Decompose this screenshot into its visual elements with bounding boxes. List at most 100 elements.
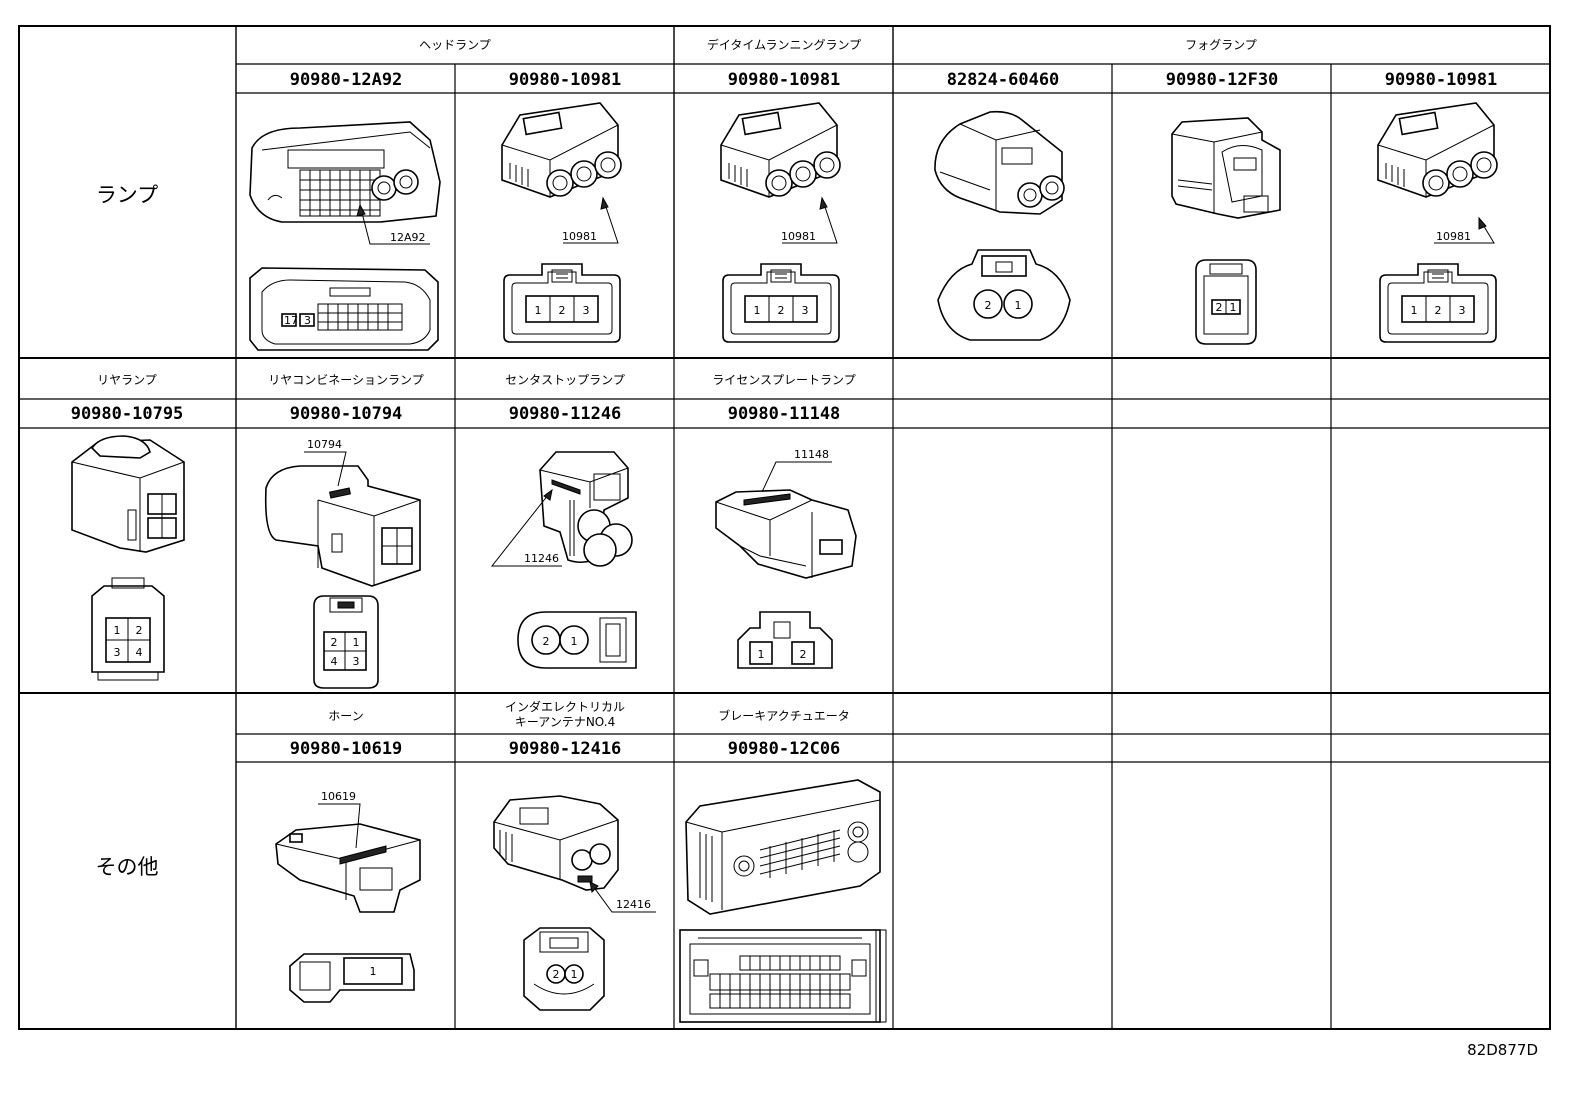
group-antenna-line2: キーアンテナNO.4 — [515, 715, 615, 729]
callout-label: 10619 — [321, 790, 356, 803]
connector-11148-iso — [715, 489, 857, 579]
callout-label: 11246 — [524, 552, 559, 565]
connector-12A92-iso — [249, 121, 441, 223]
pin-label: 2 — [800, 648, 807, 661]
pin-label: 2 — [553, 968, 560, 981]
callout-arrow — [1478, 216, 1487, 230]
connector-10795-face: 1 2 3 4 — [91, 577, 165, 681]
pin-label: 2 — [543, 635, 550, 648]
callout-arrow — [356, 203, 366, 217]
group-headlamp: ヘッドランプ — [419, 38, 491, 52]
part-number: 90980-12F30 — [1166, 70, 1279, 90]
pin-label: 2 — [778, 304, 785, 317]
connector-10981-face: 1 2 3 — [1379, 263, 1497, 343]
pin-label: 1 — [114, 624, 121, 637]
callout-leader — [761, 461, 832, 493]
connector-10981-face: 1 2 3 — [722, 263, 840, 343]
connector-12F30-iso — [1171, 117, 1281, 219]
part-number: 90980-12A92 — [290, 70, 403, 90]
callout-label: 10981 — [781, 230, 816, 243]
pin-label: 2 — [1216, 301, 1223, 314]
callout-leader — [318, 803, 361, 849]
part-number: 82824-60460 — [947, 70, 1060, 90]
pin-label: 2 — [136, 624, 143, 637]
callout-arrow — [589, 881, 599, 894]
part-number: 90980-11148 — [728, 404, 841, 424]
pin-label: 2 — [1435, 304, 1442, 317]
pin-label: 2 — [559, 304, 566, 317]
group-fog: フォグランプ — [1185, 38, 1257, 52]
part-number: 90980-10794 — [290, 404, 403, 424]
group-center-stop-lamp: センタストップランプ — [505, 373, 625, 387]
pin-label: 3 — [1459, 304, 1466, 317]
callout-label: 12416 — [616, 898, 651, 911]
callout-label: 10794 — [307, 438, 342, 451]
connector-10981-face: 1 2 3 — [503, 263, 621, 343]
group-antenna-line1: インダエレクトリカル — [505, 699, 625, 714]
pin-label: 1 — [1411, 304, 1418, 317]
group-horn: ホーン — [328, 709, 363, 723]
callout-label: 12A92 — [390, 231, 426, 244]
pin-label: 3 — [304, 314, 311, 327]
pin-label: 4 — [136, 646, 143, 659]
group-license-plate-lamp: ライセンスプレートランプ — [712, 373, 855, 387]
pin-label: 1 — [1230, 301, 1237, 314]
connector-12C06-face — [679, 929, 887, 1023]
pin-label: 17 — [284, 314, 298, 327]
callout-leader — [304, 451, 347, 487]
callout-leader — [359, 204, 430, 245]
connector-60460-iso — [934, 110, 1065, 215]
part-number: 90980-10795 — [71, 404, 184, 424]
connector-12416-iso — [493, 795, 619, 891]
pin-label: 2 — [331, 636, 338, 649]
part-number: 90980-10619 — [290, 739, 403, 759]
pin-label: 1 — [353, 636, 360, 649]
connector-10981-iso — [1377, 102, 1498, 198]
connector-12A92-face: 17 3 — [249, 267, 439, 351]
pin-label: 1 — [571, 635, 578, 648]
connector-12F30-face: 2 1 — [1195, 259, 1257, 345]
callout-leader — [782, 197, 838, 244]
connector-10795-iso — [71, 435, 185, 553]
group-rear-lamp: リヤランプ — [97, 373, 157, 387]
pin-label: 1 — [754, 304, 761, 317]
callout-leader — [490, 489, 562, 567]
callout-arrow — [600, 196, 609, 210]
part-number: 90980-12C06 — [728, 739, 841, 759]
connector-11246-iso — [539, 451, 633, 567]
group-drl: デイタイムランニングランプ — [707, 37, 861, 52]
part-number: 90980-12416 — [509, 739, 622, 759]
callout-leader — [563, 197, 619, 244]
category-other: その他 — [96, 855, 159, 879]
pin-label: 3 — [114, 646, 121, 659]
table-grid — [18, 25, 1551, 1030]
pin-label: 1 — [1015, 299, 1022, 312]
callout-leader — [589, 881, 656, 913]
connector-11148-face: 1 2 — [737, 611, 833, 669]
part-number: 90980-10981 — [728, 70, 841, 90]
connector-10794-face: 2 1 4 3 — [313, 595, 379, 689]
connector-60460-face: 2 1 — [937, 249, 1071, 341]
pin-label: 1 — [571, 968, 578, 981]
pin-label: 3 — [583, 304, 590, 317]
connector-10619-iso — [275, 823, 421, 913]
part-number: 90980-10981 — [1385, 70, 1498, 90]
pin-label: 3 — [353, 655, 360, 668]
pin-label: 1 — [370, 965, 377, 978]
connector-10619-face: 1 — [289, 953, 415, 1003]
pin-label: 3 — [802, 304, 809, 317]
drawing-code: 82D877D — [1467, 1041, 1538, 1059]
pin-label: 1 — [758, 648, 765, 661]
connector-12C06-iso — [685, 779, 881, 915]
connector-12416-face: 2 1 — [523, 927, 605, 1011]
connector-11246-face: 2 1 — [517, 611, 637, 669]
group-brake-actuator: ブレーキアクチュエータ — [718, 708, 849, 723]
callout-arrow — [819, 196, 828, 210]
callout-label: 11148 — [794, 448, 829, 461]
connector-10981-iso — [501, 102, 622, 198]
category-lamp: ランプ — [96, 183, 158, 207]
connector-10794-iso — [264, 465, 421, 587]
pin-label: 1 — [535, 304, 542, 317]
pin-label: 2 — [985, 299, 992, 312]
